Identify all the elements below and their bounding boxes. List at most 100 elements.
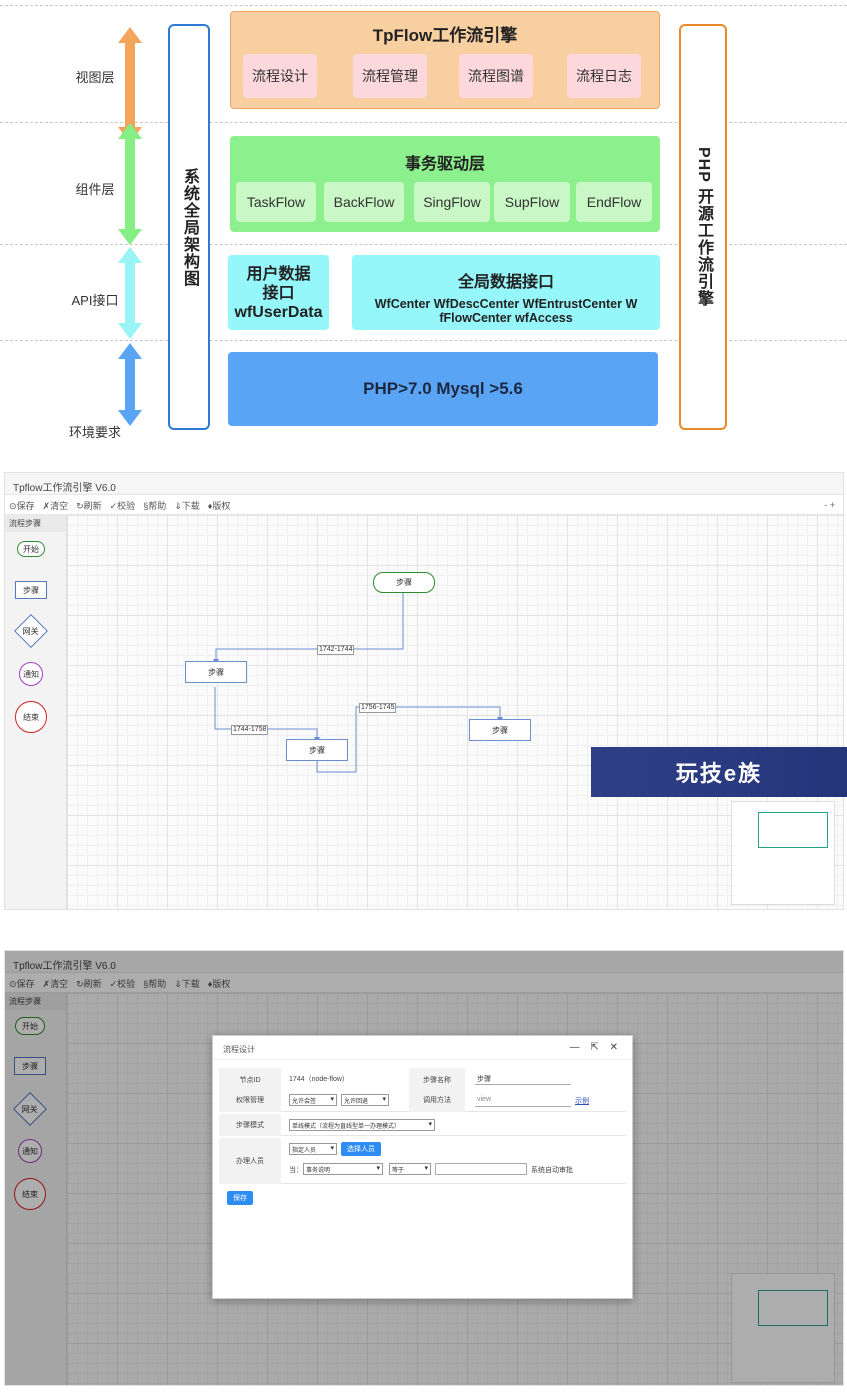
palette-step[interactable]: 步骤 [15,581,47,599]
palette-start[interactable]: 开始 [17,541,45,557]
divider [0,244,847,245]
layer-label-api: API接口 [71,293,119,308]
toolbar-refresh-button[interactable]: ↻刷新 [76,979,102,989]
editor-title: Tpflow工作流引擎 V6.0 [5,473,843,495]
api-global-line2: fFlowCenter wfAccess [439,311,573,325]
api-global-line1: WfCenter WfDescCenter WfEntrustCenter W [374,297,638,311]
api-user-line2: 接口 [262,285,295,302]
palette-start[interactable]: 开始 [15,1017,45,1035]
label-column: 步骤名称 调用方法 [409,1068,465,1112]
view-panel: TpFlow工作流引擎 流程设计 流程管理 流程图谱 流程日志 [230,11,660,109]
minimap-viewport[interactable] [758,812,828,848]
condition-value-input[interactable] [435,1163,527,1175]
method-example-link[interactable]: 示例 [575,1098,589,1105]
toolbar-download-button[interactable]: ⇓下载 [174,979,200,989]
toolbar-help-button[interactable]: §帮助 [143,979,167,989]
divider [0,5,847,6]
view-item-graph: 流程图谱 [459,54,533,98]
palette-step[interactable]: 步骤 [14,1057,46,1075]
mode-label: 步骤模式 [219,1114,281,1136]
left-vertical-title: 系统全局架构图 [181,167,198,287]
watermark-text: 玩技e族 [675,761,763,786]
perm-select-sign[interactable]: 允许会签 [289,1094,337,1106]
toolbar-help-button[interactable]: §帮助 [143,501,167,511]
toolbar-save-button[interactable]: ⊙保存 [9,979,35,989]
arrow-api [118,247,142,339]
form-row-mode: 步骤模式 单线模式（流程为直线型单一办理模式） [219,1114,626,1136]
component-item-singflow: SingFlow [414,182,490,222]
layer-label-component: 组件层 [75,182,115,197]
layer-label-env: 环境要求 [68,425,121,440]
edge-label[interactable]: 1742-1744 [317,645,355,655]
node-palette: 流程步骤 开始 步骤 网关 通知 结束 [5,993,67,1385]
label-column: 节点ID 权限管理 [219,1068,281,1112]
window-controls[interactable]: - + [824,500,835,510]
divider [0,340,847,341]
choose-user-button[interactable]: 选择人员 [341,1142,381,1156]
palette-notify[interactable]: 通知 [19,662,43,686]
flow-node[interactable]: 步骤 [286,739,348,761]
toolbar-copyright-button[interactable]: ♦版权 [207,979,231,989]
minimap[interactable] [731,801,835,905]
view-panel-title: TpFlow工作流引擎 [372,26,518,45]
perm-label: 权限管理 [236,1097,264,1104]
component-item-backflow: BackFlow [324,182,404,222]
perm-select-back[interactable]: 允许回退 [341,1094,389,1106]
api-user-line1: 用户数据 [246,266,311,283]
palette-end[interactable]: 结束 [15,701,47,733]
flow-edges [213,593,503,773]
form-row-basic: 节点ID 权限管理 1744（node-flow） 允许会签 允许回退 步骤名称… [219,1068,626,1112]
dialog-save-button[interactable]: 保存 [227,1191,253,1205]
toolbar-clear-button[interactable]: ✗清空 [42,501,69,511]
component-item-endflow: EndFlow [576,182,652,222]
condition-op-select[interactable]: 等于 [389,1163,431,1175]
view-item-design: 流程设计 [243,54,317,98]
dialog-window-controls[interactable]: — ⇱ ✕ [569,1042,622,1053]
flow-node[interactable]: 步骤 [185,661,247,683]
right-vertical-title: PHP 开源工作流引擎 [695,146,712,308]
palette-end[interactable]: 结束 [14,1178,46,1210]
handler-label: 办理人员 [219,1138,281,1184]
api-global-panel: 全局数据接口 WfCenter WfDescCenter WfEntrustCe… [352,255,660,330]
step-name-label: 步骤名称 [423,1077,451,1084]
layer-arrows [118,27,142,426]
layer-label-view: 视图层 [75,70,115,85]
palette-gateway-label: 网关 [23,626,39,636]
condition-field-select[interactable]: 事务说明 [303,1163,383,1175]
method-input[interactable]: view [475,1095,571,1107]
arrow-view [118,27,142,143]
toolbar-check-button[interactable]: ✓校验 [109,979,136,989]
minimap[interactable] [731,1273,835,1383]
flow-canvas[interactable]: 步骤 步骤 步骤 步骤 1742-1744 1744-1758 1756-174… [67,515,843,909]
mode-select[interactable]: 单线模式（流程为直线型单一办理模式） [289,1119,435,1131]
step-name-input[interactable]: 步骤 [475,1073,571,1085]
divider [0,122,847,123]
left-vertical-box: 系统全局架构图 [168,24,210,430]
handler-select[interactable]: 指定人员 [289,1143,337,1155]
node-id-label: 节点ID [239,1077,261,1084]
minimap-viewport[interactable] [758,1290,828,1326]
toolbar-refresh-button[interactable]: ↻刷新 [76,501,102,511]
toolbar-check-button[interactable]: ✓校验 [109,501,136,511]
flow-editor: Tpflow工作流引擎 V6.0 ⊙保存 ✗清空 ↻刷新 ✓校验 §帮助 ⇓下载… [4,472,844,910]
flow-node-start[interactable]: 步骤 [373,572,435,593]
api-user-line3: wfUserData [234,304,323,321]
form-row-handler: 办理人员 指定人员 选择人员 当： 事务说明 等于 系统自动审批 [219,1138,626,1184]
arrow-component [118,123,142,245]
palette-notify[interactable]: 通知 [18,1139,42,1163]
palette-gateway[interactable]: 网关 [14,614,48,648]
toolbar-clear-button[interactable]: ✗清空 [42,979,69,989]
toolbar-save-button[interactable]: ⊙保存 [9,501,35,511]
toolbar-download-button[interactable]: ⇓下载 [174,501,200,511]
edge-path [215,593,404,661]
palette-title: 流程步骤 [5,993,66,1010]
editor-toolbar: ⊙保存 ✗清空 ↻刷新 ✓校验 §帮助 ⇓下载 ♦版权 [5,495,843,515]
node-palette: 流程步骤 开始 步骤 网关 通知 结束 [5,515,67,909]
toolbar-copyright-button[interactable]: ♦版权 [207,501,231,511]
flow-node[interactable]: 步骤 [469,719,531,741]
right-vertical-box: PHP 开源工作流引擎 [679,24,727,430]
edge-label[interactable]: 1756-1745 [359,703,397,713]
edge-label[interactable]: 1744-1758 [231,725,269,735]
dialog-title: 流程设计 [213,1036,632,1060]
palette-title: 流程步骤 [5,515,66,532]
